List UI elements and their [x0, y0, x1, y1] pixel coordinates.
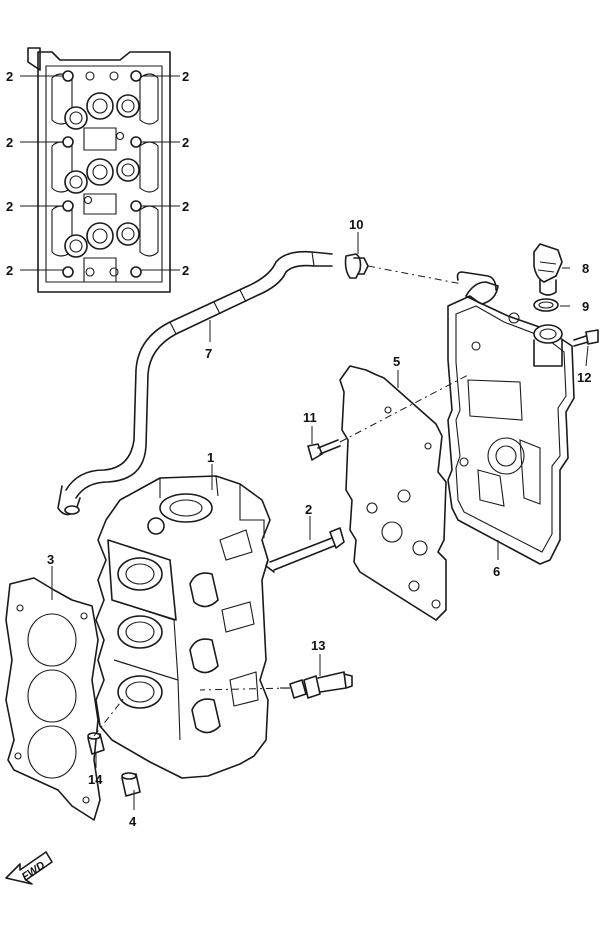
bolt-11: [307, 439, 341, 461]
callout-leaders: [51, 232, 589, 810]
callout-6: 6: [493, 564, 500, 579]
callout-2-left-2: 2: [6, 135, 13, 150]
cap: [533, 243, 563, 296]
head-bolt-leaders: [20, 75, 180, 271]
callout-12: 12: [577, 370, 591, 385]
callout-5: 5: [393, 354, 400, 369]
callout-2-right-4: 2: [182, 263, 189, 278]
hose: [57, 250, 333, 516]
forward-arrow-icon: [5, 851, 53, 885]
cylinder-head: [95, 475, 271, 779]
callout-11: 11: [303, 410, 317, 425]
callout-7: 7: [205, 346, 212, 361]
callout-8: 8: [582, 261, 589, 276]
callout-2-right-1: 2: [182, 69, 189, 84]
callout-2-middle: 2: [305, 502, 312, 517]
callout-1: 1: [207, 450, 214, 465]
dowel-pin: [121, 772, 141, 797]
callout-10: 10: [349, 217, 363, 232]
callout-3: 3: [47, 552, 54, 567]
bolt-12: [573, 329, 599, 347]
callout-2-right-3: 2: [182, 199, 189, 214]
spark-plug: [280, 671, 353, 699]
head-bolt: [265, 527, 345, 573]
callout-labels: 2 2 2 2 2 2 2 2 1 2 3 4 5 6 7 8 9 10 11 …: [6, 69, 591, 829]
callout-2-right-2: 2: [182, 135, 189, 150]
callout-2-left-1: 2: [6, 69, 13, 84]
callout-2-left-4: 2: [6, 263, 13, 278]
forward-label: FWD: [20, 859, 48, 883]
head-cover: [447, 271, 575, 565]
callout-14: 14: [88, 772, 103, 787]
cover-gasket: [339, 365, 447, 621]
callout-2-left-3: 2: [6, 199, 13, 214]
hose-clip: [344, 253, 369, 279]
callout-13: 13: [311, 638, 325, 653]
cylinder-head-top-view: [27, 47, 171, 293]
callout-9: 9: [582, 299, 589, 314]
head-gasket: [5, 577, 101, 821]
o-ring: [533, 298, 559, 312]
callout-4: 4: [129, 814, 137, 829]
